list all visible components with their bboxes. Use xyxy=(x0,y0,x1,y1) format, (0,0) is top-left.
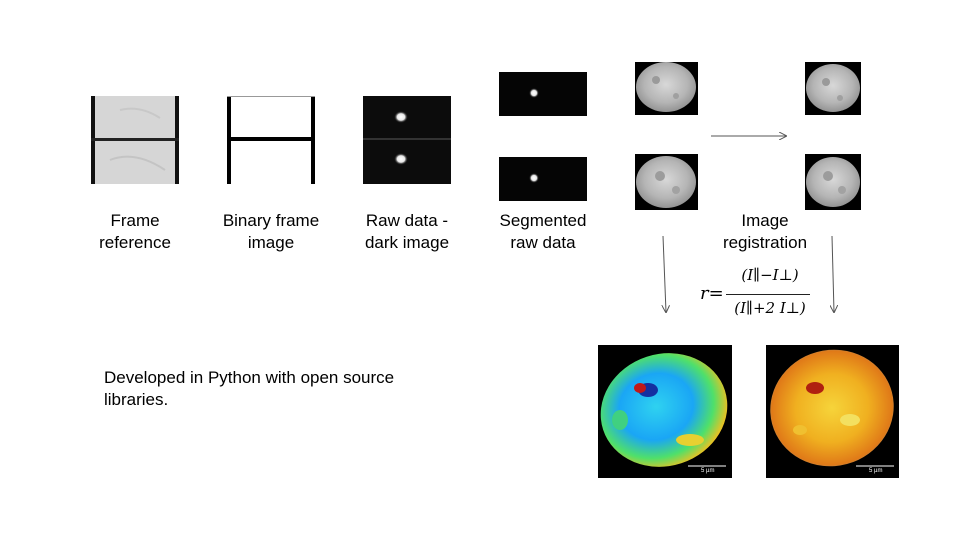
raw-data-label: Raw data - dark image xyxy=(364,211,450,252)
segmented-image-bottom xyxy=(499,157,587,201)
registration-label: Image registration xyxy=(722,211,808,252)
anisotropy-formula: r= (I∥−I⊥) (I∥+2 I⊥) xyxy=(700,266,810,326)
scalebar-label-left: 5 µm xyxy=(701,468,715,474)
anisotropy-map-left xyxy=(598,345,732,478)
binary-frame-image xyxy=(227,96,315,184)
raw-data-dark-image xyxy=(363,96,451,184)
anisotropy-map-right xyxy=(766,345,899,478)
left-down-arrow xyxy=(663,235,666,312)
registration-output-top xyxy=(805,62,861,115)
segmented-label: Segmented raw data xyxy=(499,211,587,252)
right-down-arrow xyxy=(832,235,834,312)
segmented-image-top xyxy=(499,72,587,116)
registration-output-bottom xyxy=(805,154,861,210)
frame-reference-label: Frame reference xyxy=(99,211,171,252)
formula-fraction-bar xyxy=(726,294,810,295)
binary-frame-label: Binary frame image xyxy=(222,211,320,252)
registration-input-top xyxy=(635,62,698,115)
scalebar-label-right: 5 µm xyxy=(869,468,883,474)
formula-lhs: r= xyxy=(700,283,724,304)
frame-reference-image xyxy=(91,96,179,184)
registration-input-bottom xyxy=(635,154,698,210)
development-note: Developed in Python with open source lib… xyxy=(104,368,395,409)
formula-numerator: (I∥−I⊥) xyxy=(741,266,799,284)
formula-denominator: (I∥+2 I⊥) xyxy=(734,299,806,317)
